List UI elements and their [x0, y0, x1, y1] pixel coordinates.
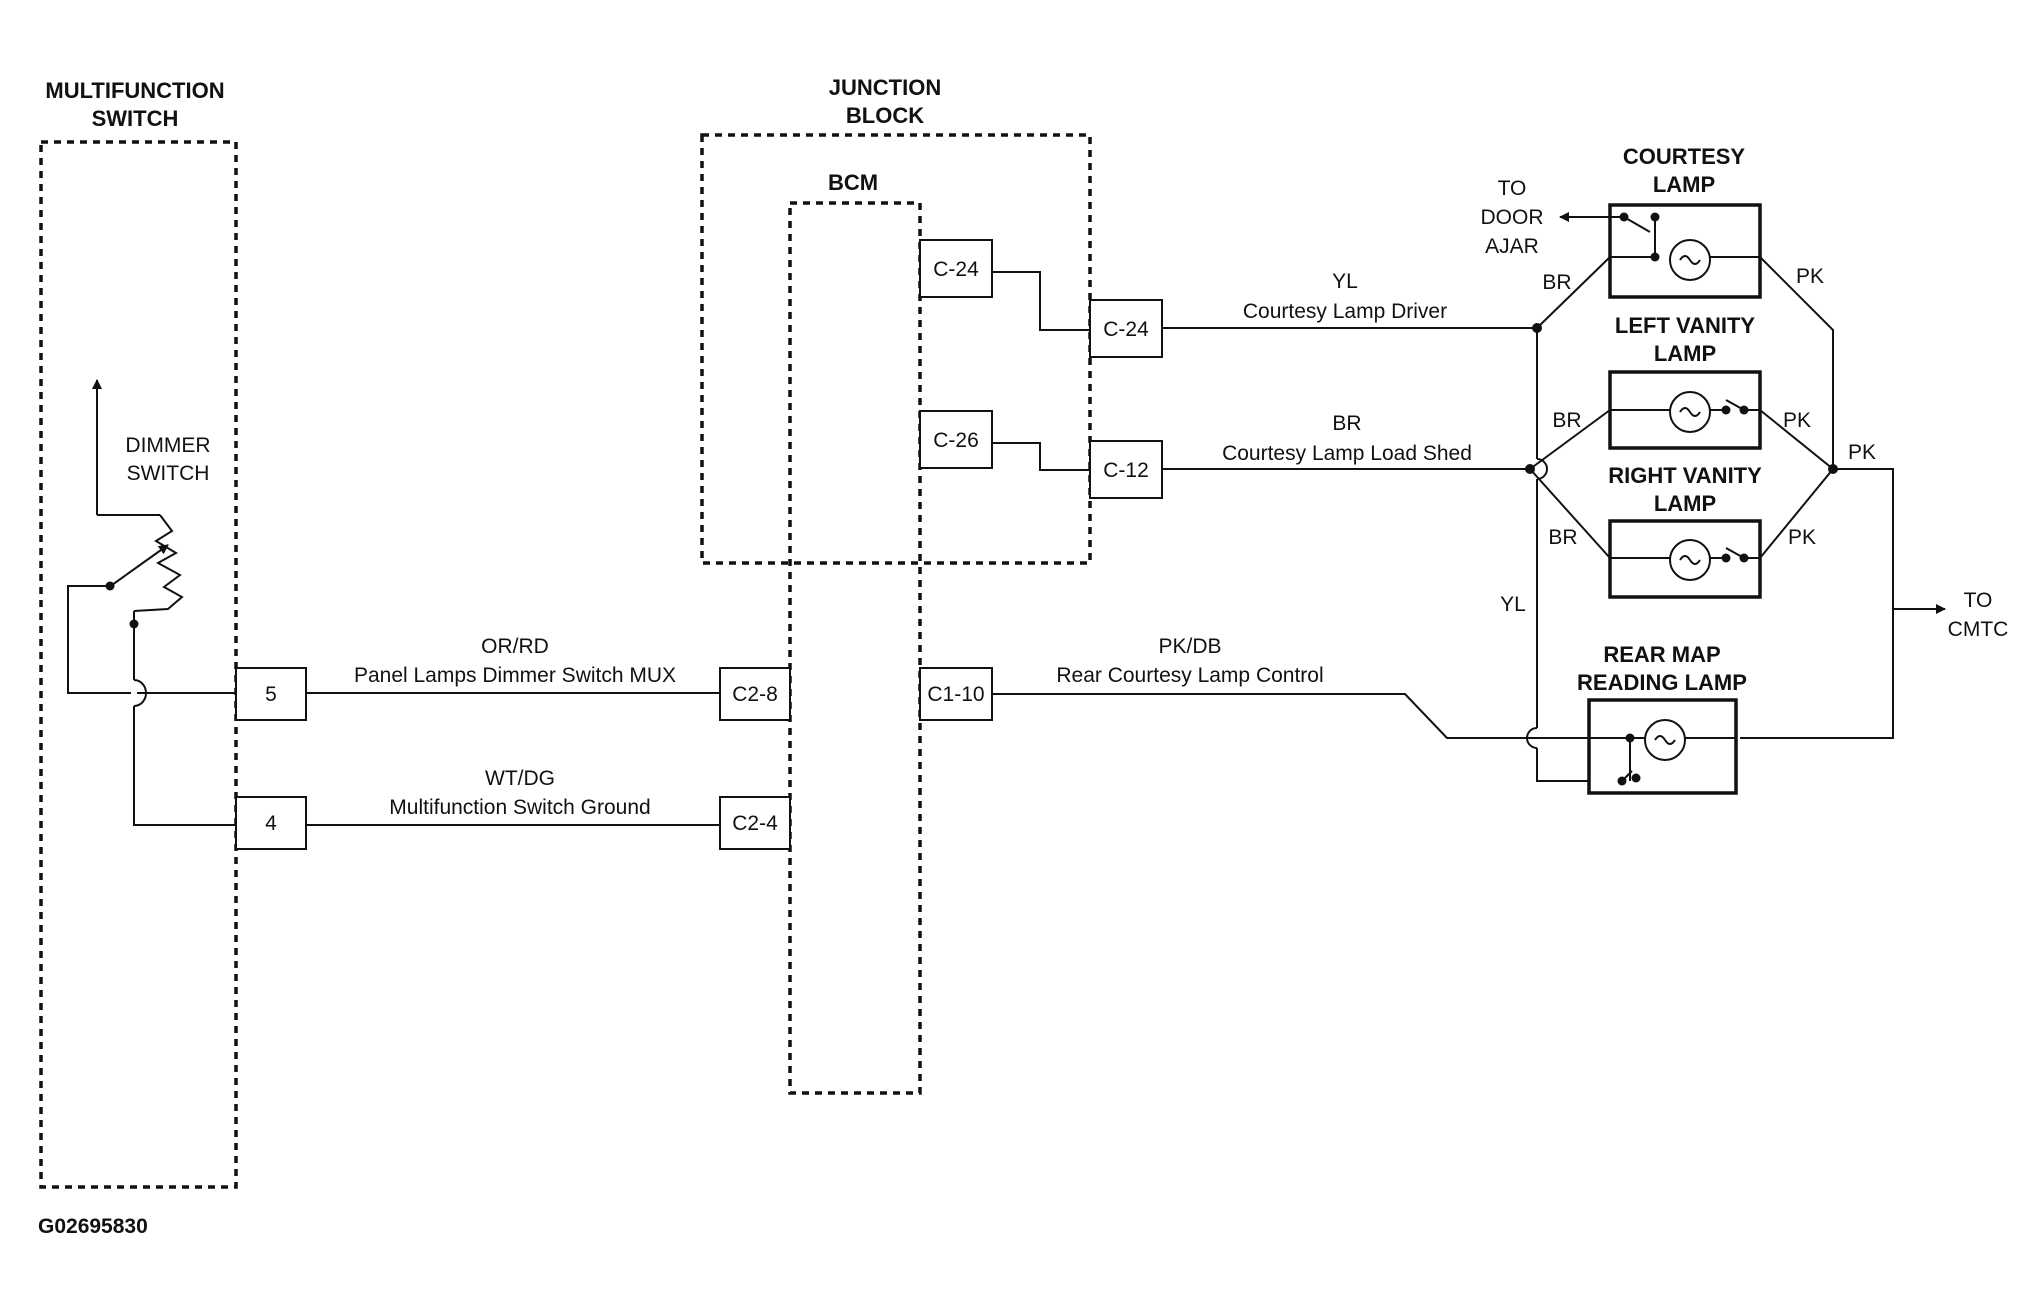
bcm-frame [788, 201, 922, 1095]
courtesy-bulb-icon [1669, 239, 1711, 281]
mfs-pin-5: 5 [265, 683, 277, 706]
courtesy-lamp: COURTESY LAMP [1559, 144, 1762, 299]
figure-id: G02695830 [38, 1215, 148, 1238]
br-left-vanity-wire [1529, 409, 1611, 470]
bcm-connector-c24-box [919, 239, 993, 298]
multifunction-switch-title-line1: MULTIFUNCTION [45, 78, 224, 103]
jb-connector-c24-box [1089, 299, 1163, 358]
bcm-connector-c26-box [919, 410, 993, 469]
jb-internal-wire-c24 [992, 271, 1090, 331]
door-ajar-line2: DOOR [1481, 206, 1544, 229]
courtesy-lamp-box [1608, 203, 1762, 299]
rear-map-switch-icon [1621, 770, 1633, 782]
pk-bus [1740, 256, 1946, 739]
multifunction-switch-title-line2: SWITCH [92, 106, 179, 131]
pk-left-vanity-wire-color: PK [1783, 409, 1811, 432]
mfs-ground-wire-color: WT/DG [485, 767, 555, 790]
junction-block-title-line1: JUNCTION [829, 75, 941, 100]
courtesy-lamp-title-line2: LAMP [1653, 172, 1715, 197]
junction-block: JUNCTION BLOCK [700, 75, 1092, 565]
dimmer-switch-label-line1: DIMMER [125, 434, 210, 457]
dimmer-mux-wire-color: OR/RD [481, 635, 549, 658]
door-ajar-line1: TO [1498, 177, 1527, 200]
rear-map-lamp-title-line1: REAR MAP [1603, 642, 1720, 667]
cmtc-line1: TO [1964, 589, 1993, 612]
br-right-vanity-wire [1529, 468, 1611, 559]
dimmer-mux-circuit-name: Panel Lamps Dimmer Switch MUX [354, 664, 676, 687]
left-vanity-lamp: LEFT VANITY LAMP [1608, 313, 1762, 450]
bcm-connector-c26: C-26 [933, 429, 979, 452]
br-right-vanity-wire-color: BR [1548, 526, 1577, 549]
left-vanity-lamp-title-line2: LAMP [1654, 341, 1716, 366]
jb-connector-c24: C-24 [1103, 318, 1149, 341]
junction-block-title-line2: BLOCK [846, 103, 924, 128]
br-courtesy-wire-color: BR [1542, 271, 1571, 294]
bcm-connector-c24: C-24 [933, 258, 979, 281]
mfs-pin-5-box [235, 667, 307, 721]
bcm-connector-c2-4-box [719, 796, 791, 850]
cmtc-line2: CMTC [1948, 618, 2009, 641]
jb-connector-c12-box [1089, 440, 1163, 499]
door-ajar-line3: AJAR [1485, 235, 1539, 258]
wire-rear-courtesy [992, 693, 1530, 739]
rear-courtesy-circuit-name: Rear Courtesy Lamp Control [1056, 664, 1323, 687]
pk-courtesy-wire-color: PK [1796, 265, 1824, 288]
jb-connector-c12: C-12 [1103, 459, 1149, 482]
left-vanity-lamp-title-line1: LEFT VANITY [1615, 313, 1755, 338]
rear-map-lamp-box [1587, 698, 1738, 795]
pk-bus-wire-color: PK [1848, 441, 1876, 464]
left-vanity-bulb-icon [1669, 391, 1711, 433]
br-left-vanity-wire-color: BR [1552, 409, 1581, 432]
right-vanity-lamp-title-line2: LAMP [1654, 491, 1716, 516]
multifunction-switch: MULTIFUNCTION SWITCH DIMMER SWITCH 5 4 [39, 78, 307, 1189]
multifunction-switch-frame [39, 140, 238, 1189]
bcm-connector-c1-10: C1-10 [927, 683, 984, 706]
right-vanity-lamp-title-line1: RIGHT VANITY [1608, 463, 1762, 488]
bcm-connector-c2-8-box [719, 667, 791, 721]
pk-right-vanity-wire-color: PK [1788, 526, 1816, 549]
load-shed-wire-color: BR [1332, 412, 1361, 435]
right-vanity-lamp: RIGHT VANITY LAMP [1608, 463, 1762, 599]
bcm-title: BCM [828, 170, 878, 195]
load-shed-circuit-name: Courtesy Lamp Load Shed [1222, 442, 1472, 465]
mfs-ground-circuit-name: Multifunction Switch Ground [389, 796, 650, 819]
mfs-pin-4: 4 [265, 812, 277, 835]
courtesy-driver-wire-color: YL [1332, 270, 1358, 293]
courtesy-driver-circuit-name: Courtesy Lamp Driver [1243, 300, 1447, 323]
rear-map-reading-lamp: REAR MAP READING LAMP [1530, 642, 1747, 795]
bcm: BCM [788, 170, 922, 1095]
courtesy-lamp-title-line1: COURTESY [1623, 144, 1746, 169]
right-vanity-bulb-icon [1669, 539, 1711, 581]
bcm-connector-c2-4: C2-4 [732, 812, 778, 835]
mfs-pin-4-box [235, 796, 307, 850]
jb-internal-wire-c12 [992, 442, 1090, 471]
dimmer-potentiometer-symbol [67, 379, 236, 826]
bcm-connector-c2-8: C2-8 [732, 683, 778, 706]
rear-map-bulb-icon [1644, 719, 1686, 761]
courtesy-door-switch-icon [1623, 216, 1651, 233]
rear-courtesy-wire-color: PK/DB [1158, 635, 1221, 658]
yl-bus-wire-color: YL [1500, 593, 1526, 616]
junction-block-frame [700, 133, 1092, 565]
dimmer-switch-label-line2: SWITCH [127, 462, 210, 485]
rear-map-lamp-title-line2: READING LAMP [1577, 670, 1747, 695]
